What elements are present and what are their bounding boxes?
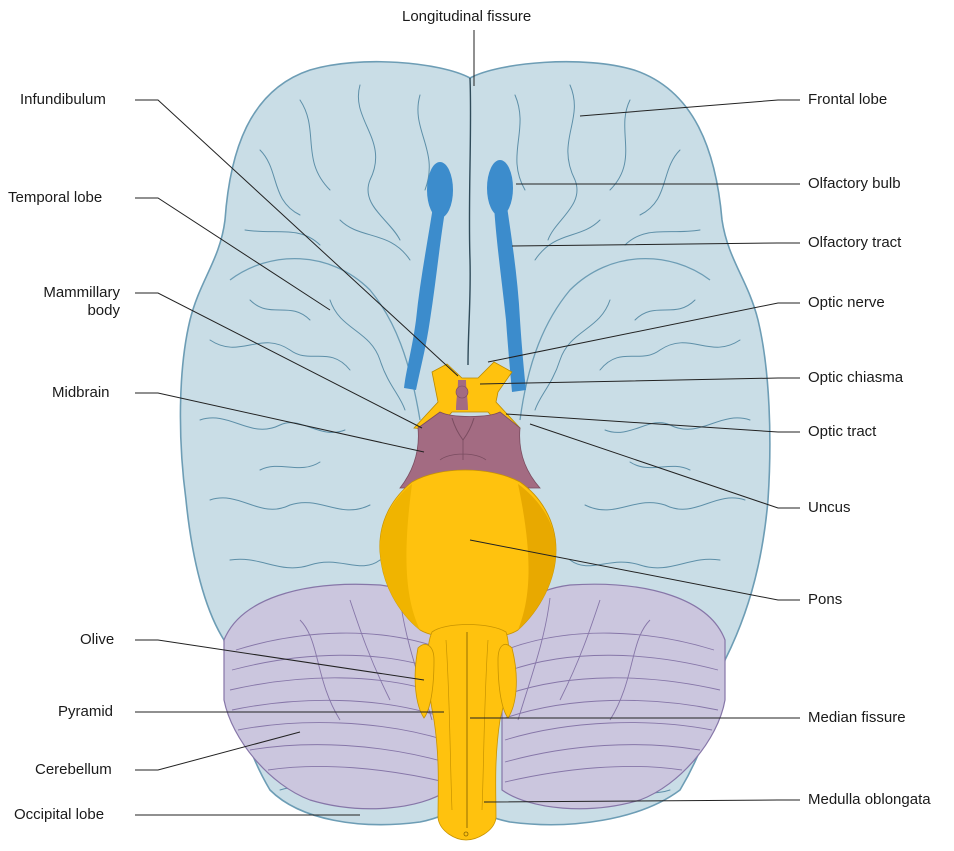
label-optic-tract: Optic tract <box>808 423 876 441</box>
label-olfactory-bulb: Olfactory bulb <box>808 175 901 193</box>
left-olfactory-bulb <box>427 162 453 218</box>
label-mammillary-body-line1: Mammillary <box>20 284 120 302</box>
label-mammillary-body-line2: body <box>20 302 120 320</box>
right-cerebellar-hemisphere <box>502 584 725 808</box>
right-olfactory-bulb <box>487 160 513 216</box>
label-pons: Pons <box>808 591 842 609</box>
label-uncus: Uncus <box>808 499 851 517</box>
label-midbrain: Midbrain <box>52 384 110 402</box>
label-olfactory-tract: Olfactory tract <box>808 234 901 252</box>
label-mammillary-body: Mammillary body <box>20 284 120 320</box>
label-infundibulum: Infundibulum <box>20 91 106 109</box>
label-cerebellum: Cerebellum <box>35 761 112 779</box>
label-olive: Olive <box>80 631 114 649</box>
label-medulla-oblongata: Medulla oblongata <box>808 791 931 809</box>
label-occipital-lobe: Occipital lobe <box>14 806 104 824</box>
label-longitudinal-fissure: Longitudinal fissure <box>402 8 531 26</box>
label-optic-chiasma: Optic chiasma <box>808 369 903 387</box>
label-temporal-lobe: Temporal lobe <box>8 189 102 207</box>
label-median-fissure: Median fissure <box>808 709 906 727</box>
label-frontal-lobe: Frontal lobe <box>808 91 887 109</box>
label-optic-nerve: Optic nerve <box>808 294 885 312</box>
label-pyramid: Pyramid <box>58 703 113 721</box>
infundibulum-stalk <box>456 386 468 398</box>
